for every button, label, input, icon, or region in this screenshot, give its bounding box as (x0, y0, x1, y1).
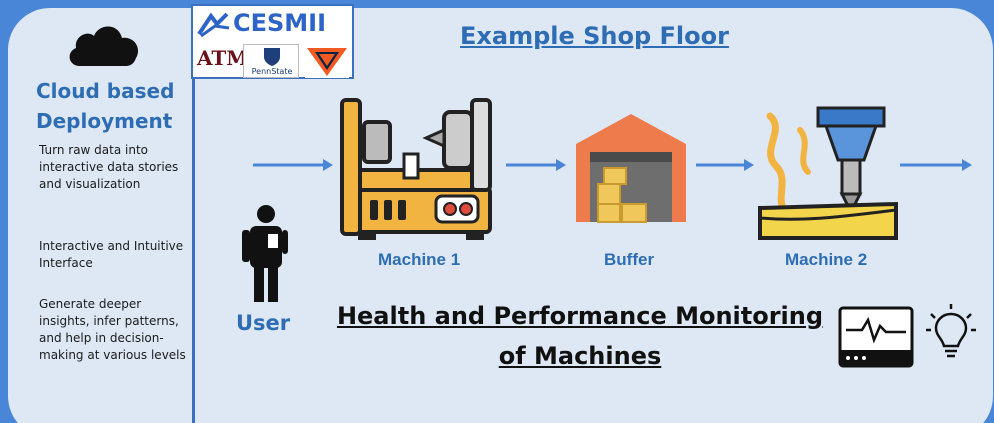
page-title: Example Shop Floor (460, 22, 729, 50)
sidebar: Cloud based Deployment Turn raw data int… (8, 8, 195, 423)
user-icon (242, 205, 288, 302)
diagram-panel: Cloud based Deployment Turn raw data int… (8, 8, 993, 423)
arrow-icon (696, 159, 754, 171)
tamu-logo: ATM (197, 46, 249, 70)
station-label-buffer: Buffer (604, 250, 655, 269)
sidebar-item-data-stories: Turn raw data into interactive data stor… (39, 143, 179, 191)
cesmii-logo: CESMII (233, 9, 327, 37)
sidebar-item-interface: Interactive and Intuitive Interface (39, 239, 184, 270)
utsa-logo (305, 44, 349, 78)
cesmii-logo-mark (197, 12, 230, 38)
sidebar-title: Cloud based Deployment (36, 79, 175, 133)
lightbulb-icon (926, 304, 976, 358)
arrow-icon (900, 159, 972, 171)
arrow-icon (253, 159, 333, 171)
monitoring-title: Health and Performance Monitoring of Mac… (336, 302, 824, 370)
monitor-icon (838, 306, 914, 368)
warehouse-icon (576, 114, 686, 223)
partner-logos: CESMII ATM PennState (191, 4, 354, 79)
lathe-machine-icon (340, 98, 492, 240)
pennstate-logo: PennState (243, 44, 299, 78)
station-label-machine-1: Machine 1 (378, 250, 461, 269)
user-label: User (236, 311, 291, 335)
milling-machine-icon (758, 106, 898, 240)
cloud-icon (69, 26, 139, 66)
sidebar-item-insights: Generate deeper insights, infer patterns… (39, 297, 186, 362)
arrow-icon (506, 159, 566, 171)
shield-icon (264, 48, 280, 66)
pennstate-label: PennState (251, 67, 293, 76)
station-label-machine-2: Machine 2 (785, 250, 868, 269)
